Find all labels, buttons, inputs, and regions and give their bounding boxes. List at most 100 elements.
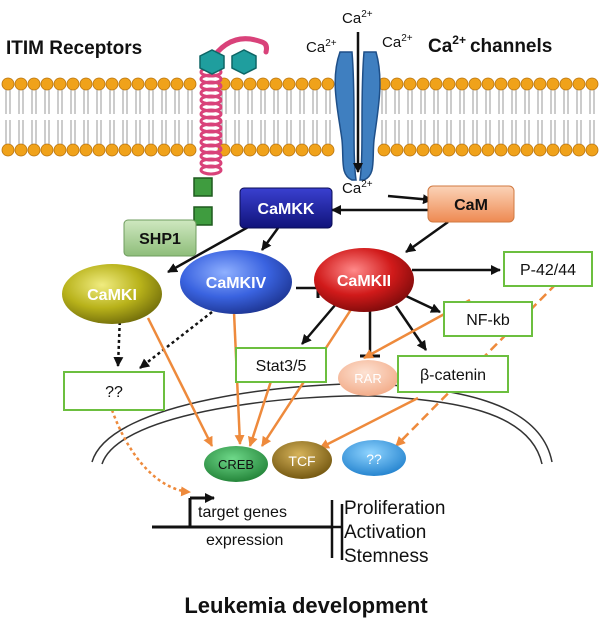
lipid-head — [403, 77, 417, 91]
itim-receptors-label: ITIM Receptors — [6, 38, 142, 59]
ca-ion-inside: Ca2+ — [342, 179, 373, 197]
nfkb-label: NF-kb — [466, 312, 510, 329]
camkiv-node: CaMKIV — [180, 250, 292, 314]
lipid-head — [66, 77, 80, 91]
lipid-head — [559, 77, 573, 91]
stat35-node: Stat3/5 — [235, 347, 327, 383]
camkii-node: CaMKII — [314, 248, 414, 312]
lipid-head — [170, 143, 184, 157]
unknown-tf-label: ?? — [366, 451, 382, 467]
lipid-head — [507, 77, 521, 91]
arrow-camkii-to-stat — [301, 303, 337, 345]
lipid-head — [520, 143, 534, 157]
lipid-head — [494, 77, 508, 91]
camkiv-label: CaMKIV — [206, 275, 267, 292]
lipid-head — [481, 143, 495, 157]
lipid-head — [295, 77, 309, 91]
p4244-node: P-42/44 — [503, 251, 593, 287]
itim-receptor — [193, 36, 269, 226]
lipid-head — [243, 143, 257, 157]
dotted-arrow-camkiv-to-unknown — [139, 311, 213, 369]
receptor-head-hexagon — [199, 49, 225, 75]
lipid-head — [256, 143, 270, 157]
camki-node: CaMKI — [62, 264, 162, 324]
footer-title: Leukemia development — [184, 593, 428, 618]
lipid-head — [390, 143, 404, 157]
shp1-label: SHP1 — [139, 231, 181, 248]
lipid-head — [416, 143, 430, 157]
shp1-node: SHP1 — [123, 219, 197, 257]
lipid-head — [243, 77, 257, 91]
lipid-head — [183, 143, 197, 157]
lipid-head — [377, 143, 391, 157]
lipid-head — [442, 143, 456, 157]
stemness-label: Stemness — [344, 546, 428, 567]
camki-label: CaMKI — [87, 287, 137, 304]
lipid-head — [66, 143, 80, 157]
orange-arrow-camki-to-creb — [146, 317, 214, 447]
itim-motif-square — [193, 177, 213, 197]
lipid-head — [572, 143, 586, 157]
bcatenin-node: β-catenin — [397, 355, 509, 393]
lipid-head — [53, 77, 67, 91]
lipid-head — [14, 77, 28, 91]
lipid-head — [546, 77, 560, 91]
stat35-label: Stat3/5 — [256, 358, 307, 375]
dotted-arrow-camki-to-unknown — [113, 315, 124, 367]
tcf-node: TCF — [272, 441, 332, 479]
cell-membrane — [1, 77, 599, 157]
creb-label: CREB — [218, 457, 254, 472]
lipid-head — [105, 143, 119, 157]
rar-label: RAR — [354, 371, 381, 386]
lipid-head — [118, 143, 132, 157]
lipid-head — [53, 143, 67, 157]
activation-label: Activation — [344, 522, 426, 543]
lipid-head — [429, 143, 443, 157]
lipid-head — [269, 77, 283, 91]
lipid-head — [585, 143, 599, 157]
receptor-coil-turn — [199, 164, 223, 176]
lipid-head — [572, 77, 586, 91]
lipid-head — [507, 143, 521, 157]
lipid-head — [585, 77, 599, 91]
lipid-head — [546, 143, 560, 157]
camkk-label: CaMKK — [258, 201, 315, 218]
lipid-head — [40, 143, 54, 157]
arrow-cam-to-camkii — [405, 220, 449, 254]
lipid-head — [559, 143, 573, 157]
lipid-head — [144, 77, 158, 91]
target-genes-label: target genes — [198, 504, 287, 521]
lipid-head — [92, 77, 106, 91]
lipid-head — [468, 143, 482, 157]
cam-label: CaM — [454, 197, 488, 214]
lipid-head — [282, 77, 296, 91]
orange-arrow-stat-to-creb — [248, 377, 274, 447]
lipid-head — [455, 143, 469, 157]
lipid-head — [429, 77, 443, 91]
camkk-node: CaMKK — [239, 187, 333, 229]
lipid-head — [308, 77, 322, 91]
lipid-head — [170, 77, 184, 91]
lipid-head — [157, 77, 171, 91]
unknown-node: ?? — [63, 371, 165, 411]
lipid-head — [230, 77, 244, 91]
lipid-head — [230, 143, 244, 157]
orange-arrow-bcatenin-to-tcf — [319, 396, 419, 450]
lipid-head — [295, 143, 309, 157]
lipid-head — [131, 77, 145, 91]
camkii-label: CaMKII — [337, 273, 391, 290]
lipid-head — [282, 143, 296, 157]
lipid-head — [269, 143, 283, 157]
arrow-camkk-to-camkiv — [260, 227, 280, 251]
lipid-head — [481, 77, 495, 91]
lipid-head — [14, 143, 28, 157]
lipid-head — [468, 77, 482, 91]
unknown-label: ?? — [105, 384, 123, 401]
itim-motif-square — [193, 206, 213, 226]
arrow-ca-to-cam — [387, 194, 433, 205]
lipid-head — [533, 143, 547, 157]
lipid-head — [455, 77, 469, 91]
lipid-head — [183, 77, 197, 91]
receptor-head-hexagon — [231, 49, 257, 75]
